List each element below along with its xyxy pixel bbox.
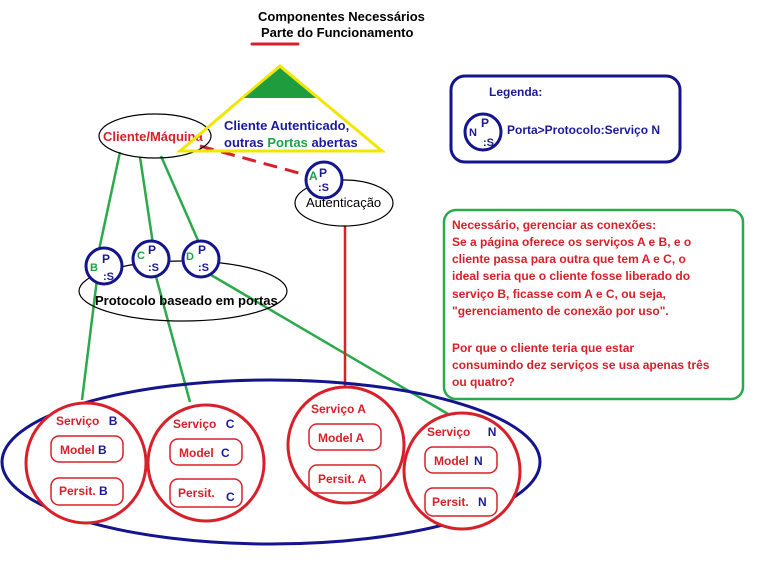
- legend-title: Legenda:: [489, 85, 542, 99]
- note-box: [442, 208, 745, 401]
- service-c-model: [169, 438, 243, 466]
- port-d-circle: [181, 239, 221, 279]
- service-a-model-label: Model A: [318, 431, 365, 445]
- note-line: ideal seria que o cliente fosse liberado…: [452, 269, 690, 283]
- note-line: consumindo dez serviços se usa apenas tr…: [452, 358, 710, 372]
- auth-port-s: :S: [318, 182, 329, 194]
- service-b-name: Serviço B: [56, 414, 118, 428]
- auth-node: [294, 179, 394, 227]
- service-c-name: Serviço C: [173, 417, 235, 431]
- note-text: Necessário, gerenciar as conexões: Se a …: [452, 218, 710, 389]
- service-c-model-label: Model C: [179, 446, 230, 460]
- connector-port-c-service-c: [153, 272, 192, 403]
- service-a-name: Serviço A: [311, 402, 366, 416]
- service-b-model: [50, 435, 124, 463]
- service-n-name: Serviço N: [427, 425, 496, 439]
- connector-client-auth: [199, 144, 307, 177]
- note-line: "gerenciamento de conexão por uso".: [452, 304, 669, 318]
- connector-client-port-c: [138, 156, 155, 245]
- service-b-persist-label: Persit. B: [59, 484, 108, 498]
- note-line: Se a página oferece os serviços A e B, e…: [452, 235, 691, 249]
- connector-port-b-service-b: [80, 278, 99, 401]
- service-n-persist-label: Persit. N: [432, 495, 487, 509]
- auth-port-letter: A: [309, 169, 318, 183]
- service-b-persist: [50, 477, 124, 506]
- client-label: Cliente/Máquina: [103, 129, 203, 144]
- note-line: ou quatro?: [452, 375, 515, 389]
- legend-port-circle: [463, 112, 503, 152]
- client-node: [98, 113, 212, 159]
- legend-port-s: :S: [483, 137, 494, 149]
- port-d-s: :S: [198, 262, 209, 274]
- service-c-persist: [169, 478, 243, 508]
- service-c-persist-label: Persit. C: [178, 486, 235, 504]
- client-auth-line2: outras Portas abertas: [224, 135, 358, 150]
- note-line: serviço B, ficasse com A e C, ou seja,: [452, 287, 666, 301]
- port-d-letter: D: [186, 251, 194, 263]
- port-d-p: P: [198, 243, 206, 257]
- protocol-label: Protocolo baseado em portas: [95, 293, 278, 308]
- legend-port-letter: N: [469, 127, 477, 139]
- auth-triangle: [175, 64, 387, 153]
- note-line: cliente passa para outra que tem A e C, …: [452, 252, 686, 266]
- port-b-circle: [84, 246, 124, 286]
- port-c-p: P: [148, 243, 156, 257]
- title-line2: Parte do Funcionamento: [261, 25, 413, 40]
- client-auth-line1: Cliente Autenticado,: [224, 118, 349, 133]
- port-b-p: P: [102, 252, 110, 266]
- auth-triangle-cap: [244, 68, 316, 98]
- title-line1: Componentes Necessários: [258, 9, 425, 24]
- port-c-s: :S: [148, 262, 159, 274]
- port-c-circle: [131, 239, 171, 279]
- auth-port-p: P: [319, 166, 327, 180]
- services-container: [0, 378, 542, 546]
- service-a-model: [308, 423, 382, 451]
- legend-port-p: P: [481, 116, 489, 130]
- connector-client-port-d: [159, 155, 202, 246]
- note-line: Necessário, gerenciar as conexões:: [452, 218, 656, 232]
- service-n-model: [424, 446, 498, 474]
- legend-box: [449, 74, 682, 164]
- legend-text: Porta>Protocolo:Serviço N: [507, 123, 660, 137]
- auth-port-circle: [304, 160, 344, 200]
- connector-client-port-b: [97, 151, 122, 251]
- service-n-persist: [424, 487, 498, 517]
- service-b-model-label: Model B: [60, 443, 107, 457]
- port-b-s: :S: [103, 271, 114, 283]
- service-a-persist: [308, 464, 382, 494]
- service-a-persist-label: Persit. A: [318, 472, 367, 486]
- port-b-letter: B: [90, 262, 98, 274]
- service-n-model-label: Model N: [434, 454, 483, 468]
- port-c-letter: C: [137, 250, 145, 262]
- note-line: Por que o cliente teria que estar: [452, 341, 634, 355]
